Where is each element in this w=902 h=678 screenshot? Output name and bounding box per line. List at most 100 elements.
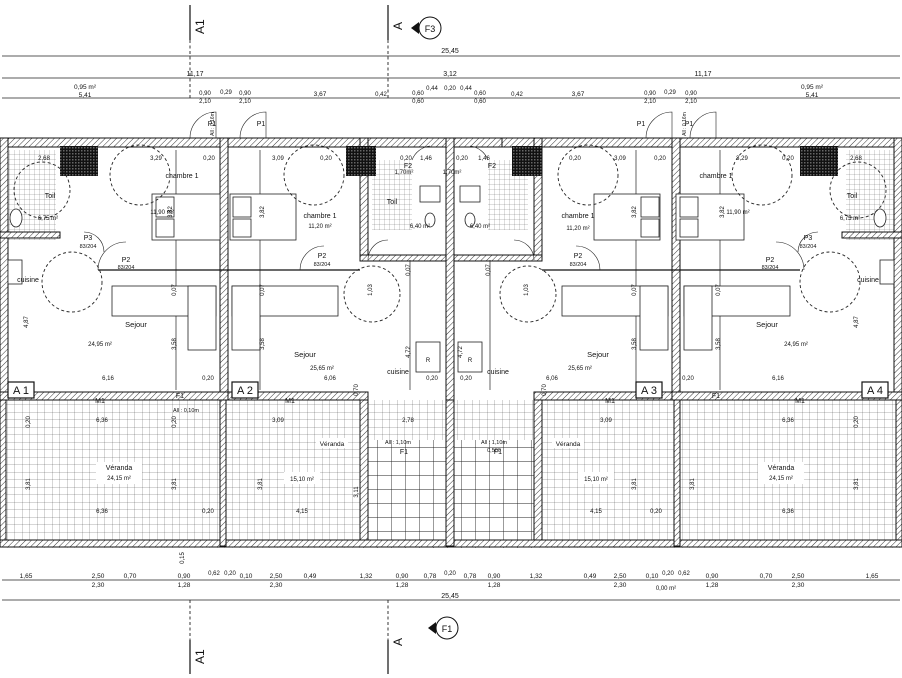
svg-text:0,20: 0,20: [172, 416, 178, 428]
svg-text:F1: F1: [442, 624, 453, 634]
svg-text:6,40 m²: 6,40 m²: [470, 224, 490, 230]
svg-text:4,87: 4,87: [854, 316, 860, 328]
room-chambre-a4: chambre 1: [699, 173, 732, 180]
svg-text:0,60: 0,60: [412, 99, 424, 105]
svg-text:A 2: A 2: [237, 385, 253, 397]
svg-text:3,58: 3,58: [716, 338, 722, 350]
svg-text:0,20: 0,20: [782, 156, 794, 162]
svg-text:83/204: 83/204: [800, 244, 817, 250]
svg-text:3,67: 3,67: [572, 91, 585, 98]
section-marker-a1-bottom: A1: [189, 600, 207, 674]
bottom-dimension-lines: 1,65 2,50 2,30 0,70 0,90 1,28 0,62 0,20 …: [2, 571, 900, 601]
svg-text:3,82: 3,82: [260, 206, 266, 218]
svg-text:1,32: 1,32: [360, 573, 373, 580]
svg-text:11,90 m²: 11,90 m²: [726, 210, 749, 216]
unit-tag-a3: A 3: [635, 381, 663, 399]
svg-text:0,29: 0,29: [664, 90, 676, 96]
svg-text:15,10 m²: 15,10 m²: [290, 477, 314, 483]
unit-tag-a2: A 2: [231, 381, 259, 399]
svg-text:M1: M1: [795, 398, 805, 405]
svg-text:0,20: 0,20: [662, 571, 674, 577]
svg-text:M1: M1: [605, 398, 615, 405]
svg-text:1,03: 1,03: [524, 284, 530, 296]
svg-text:0,70: 0,70: [124, 573, 137, 580]
svg-text:P3: P3: [84, 235, 93, 242]
room-chambre-a3: chambre 1: [561, 213, 594, 220]
svg-text:1,28: 1,28: [706, 582, 719, 589]
svg-text:F2: F2: [488, 163, 496, 170]
unit-tag-a1: A 1: [7, 381, 35, 399]
svg-text:3,82: 3,82: [720, 206, 726, 218]
walls: [0, 137, 902, 548]
svg-text:F1: F1: [712, 393, 720, 400]
svg-text:4,87: 4,87: [24, 316, 30, 328]
svg-text:83/204: 83/204: [80, 244, 97, 250]
svg-text:0,29: 0,29: [220, 90, 232, 96]
svg-text:3,81: 3,81: [26, 478, 32, 490]
furniture: [7, 185, 895, 373]
room-labels: chambre 1 11,90 m² chambre 1 11,20 m² ch…: [17, 170, 879, 484]
room-toilet-a4: Toil: [847, 193, 858, 200]
svg-text:2,10: 2,10: [644, 99, 656, 105]
top-dimension-lines: 25,45 11,17 3,12 11,17 0,95 m² 5,41 0,90…: [2, 48, 900, 105]
svg-text:0,15: 0,15: [180, 552, 186, 564]
svg-text:25,65 m²: 25,65 m²: [310, 366, 334, 372]
svg-text:3,58: 3,58: [260, 338, 266, 350]
svg-text:1,28: 1,28: [396, 582, 409, 589]
svg-text:0,07: 0,07: [632, 284, 638, 296]
svg-text:R: R: [468, 358, 473, 364]
svg-text:A 1: A 1: [13, 385, 29, 397]
svg-text:2,50: 2,50: [792, 573, 805, 580]
svg-text:2,68: 2,68: [38, 156, 50, 162]
room-cuisine-a1: cuisine: [17, 277, 39, 284]
svg-text:2,10: 2,10: [685, 99, 697, 105]
svg-text:1,46: 1,46: [478, 156, 490, 162]
svg-text:3,29: 3,29: [150, 156, 162, 162]
svg-text:P2: P2: [318, 253, 327, 260]
svg-text:83/204: 83/204: [118, 265, 135, 271]
svg-text:0,07: 0,07: [260, 284, 266, 296]
svg-text:0,10: 0,10: [240, 573, 253, 580]
svg-text:0,70: 0,70: [354, 384, 360, 396]
svg-text:11,20 m²: 11,20 m²: [566, 226, 589, 232]
svg-text:6,36: 6,36: [96, 418, 108, 424]
svg-text:All : 0,10m: All : 0,10m: [173, 408, 199, 414]
svg-text:1,03: 1,03: [368, 284, 374, 296]
unit-tag-a4: A 4: [861, 381, 889, 399]
svg-text:0,20: 0,20: [203, 156, 215, 162]
svg-text:0,90: 0,90: [685, 91, 697, 97]
room-veranda-a4: Véranda: [768, 465, 795, 472]
svg-text:2,10: 2,10: [199, 99, 211, 105]
svg-text:P1: P1: [685, 121, 694, 128]
svg-text:0,44: 0,44: [426, 86, 438, 92]
svg-text:0,20: 0,20: [426, 376, 438, 382]
room-veranda-a1: Véranda: [106, 465, 133, 472]
svg-text:M1: M1: [95, 398, 105, 405]
svg-text:6,36: 6,36: [782, 509, 794, 515]
svg-text:11,90 m²: 11,90 m²: [150, 210, 173, 216]
svg-text:6,75 m²: 6,75 m²: [840, 216, 860, 222]
svg-text:6,16: 6,16: [102, 376, 114, 382]
svg-text:F3: F3: [425, 24, 436, 34]
room-veranda-a2: Véranda: [320, 441, 345, 448]
svg-text:0,10: 0,10: [646, 573, 659, 580]
svg-text:0,62: 0,62: [208, 571, 220, 577]
svg-text:0,62: 0,62: [678, 571, 690, 577]
svg-text:A 4: A 4: [867, 385, 883, 397]
room-sejour-a2: Sejour: [294, 350, 316, 359]
svg-text:5,41: 5,41: [806, 92, 819, 99]
section-marker-a1-top: A1: [189, 5, 207, 100]
svg-text:3,29: 3,29: [736, 156, 748, 162]
svg-text:0,20: 0,20: [202, 509, 214, 515]
svg-text:83/204: 83/204: [570, 262, 587, 268]
svg-text:0,60: 0,60: [412, 91, 424, 97]
svg-text:F1: F1: [176, 393, 184, 400]
svg-text:6,36: 6,36: [782, 418, 794, 424]
svg-text:0,60: 0,60: [474, 99, 486, 105]
room-chambre-a2: chambre 1: [303, 213, 336, 220]
section-marker-a-top: A: [387, 5, 405, 100]
svg-text:0,90: 0,90: [644, 91, 656, 97]
svg-text:3,81: 3,81: [632, 478, 638, 490]
svg-text:3,81: 3,81: [690, 478, 696, 490]
svg-text:5,41: 5,41: [79, 92, 92, 99]
